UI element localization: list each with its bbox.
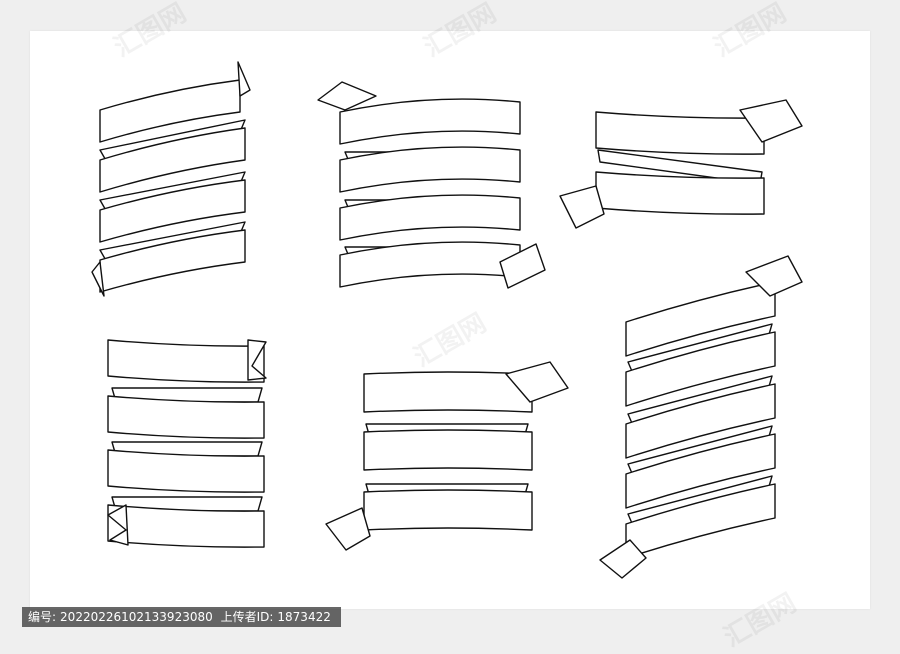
ribbon-banner-1: [91, 61, 251, 297]
ribbon-band: [339, 194, 521, 241]
ribbon-band: [625, 281, 776, 357]
ribbon-band: [595, 111, 765, 155]
ribbon-tail: [317, 81, 377, 111]
ribbon-band: [99, 179, 246, 243]
ribbon-tail: [739, 99, 803, 143]
ribbon-band: [625, 383, 776, 459]
ribbon-banner-4: [107, 339, 267, 548]
ribbon-tail: [559, 185, 605, 229]
ribbon-tail: [107, 504, 129, 546]
id-value: 20220226102133923080: [60, 610, 213, 624]
ribbon-band: [99, 127, 246, 193]
ribbon-band: [339, 98, 521, 145]
ribbon-tail: [91, 261, 105, 297]
ribbon-band: [595, 171, 765, 215]
ribbon-banner-2: [317, 81, 546, 289]
ribbon-band: [625, 331, 776, 407]
ribbon-band: [107, 395, 265, 439]
ribbon-tail: [499, 243, 546, 289]
uploader-value: 1873422: [277, 610, 331, 624]
ribbon-band: [107, 449, 265, 493]
ribbon-band: [107, 339, 265, 383]
ribbon-banner-6: [599, 255, 803, 579]
ribbon-band: [99, 229, 246, 293]
ribbon-banner-3: [559, 99, 803, 229]
ribbon-band: [339, 146, 521, 193]
ribbon-tail: [745, 255, 803, 297]
ribbon-band: [363, 489, 533, 531]
ribbon-banner-5: [325, 361, 569, 551]
ribbon-band: [625, 483, 776, 559]
ribbon-band: [99, 79, 241, 143]
ribbon-band: [363, 429, 533, 471]
ribbon-tail: [505, 361, 569, 403]
id-label: 编号:: [28, 610, 57, 624]
ribbon-band: [625, 433, 776, 509]
image-caption-bar: 编号:20220226102133923080 上传者ID:1873422: [22, 607, 341, 627]
ribbon-band: [107, 504, 265, 548]
ribbon-tail: [237, 61, 251, 97]
uploader-label: 上传者ID:: [220, 610, 274, 624]
ribbon-tail: [599, 539, 647, 579]
ribbon-tail: [325, 507, 371, 551]
ribbon-tail: [247, 339, 267, 381]
ribbon-band: [363, 371, 533, 413]
